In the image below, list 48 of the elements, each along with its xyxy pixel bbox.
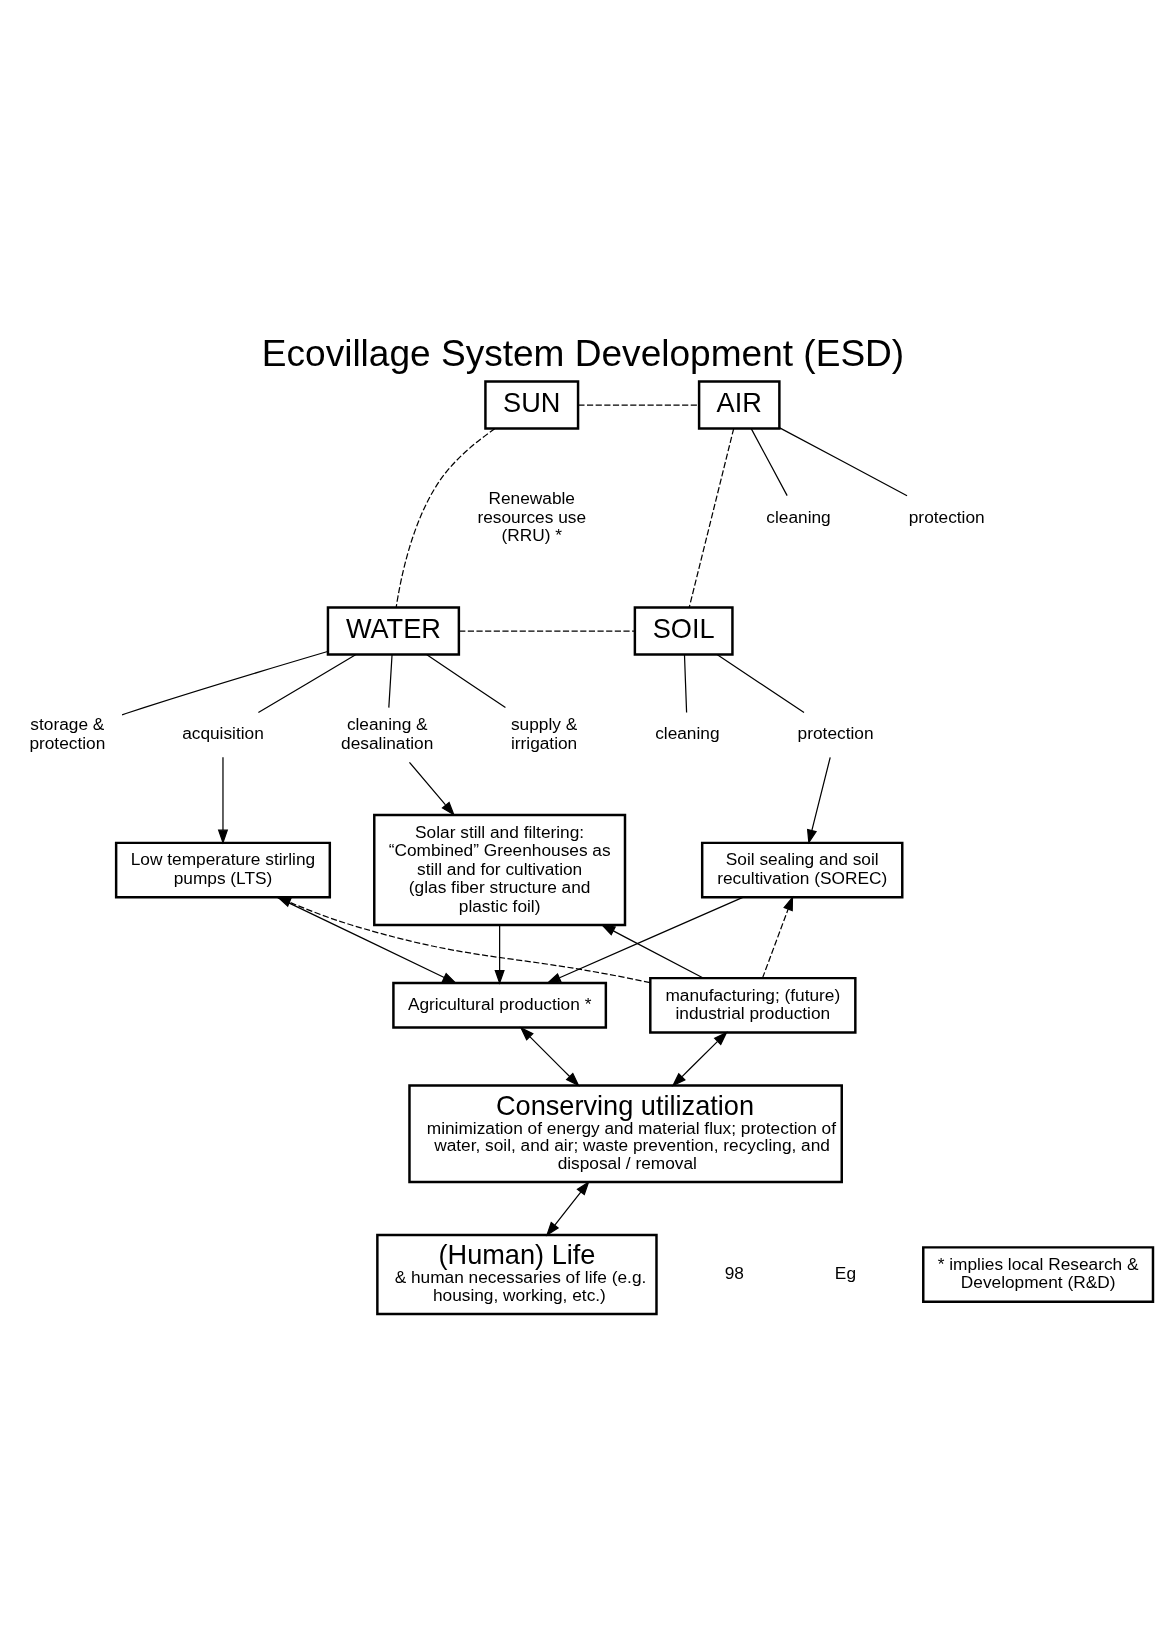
node-box: (Human) Life & human necessaries of life (e.g. housing, working, etc.) bbox=[376, 1233, 658, 1315]
connector bbox=[458, 629, 636, 632]
connector bbox=[426, 653, 507, 708]
node-box: Soil sealing and soil recultivation (SOREC) bbox=[700, 841, 904, 898]
node-box: Conserving utilization minimization of energy and material flux; protection of water, soil, and air; waste prevention, recycling, and disposal / removal bbox=[408, 1083, 843, 1183]
arrow bbox=[276, 896, 458, 984]
node-box: Low temperature stirling pumps (LTS) bbox=[114, 841, 332, 898]
node-text: cleaning & desalination bbox=[341, 713, 434, 753]
connector bbox=[395, 427, 496, 608]
node-box: WATER bbox=[326, 605, 461, 656]
arrow bbox=[546, 896, 744, 984]
label: Renewable resources use (RRU) * bbox=[477, 487, 587, 545]
arrow bbox=[761, 895, 794, 978]
connector bbox=[779, 426, 908, 496]
arrow bbox=[217, 756, 229, 844]
diagram-title: Ecovillage System Development (ESD) bbox=[261, 331, 905, 374]
connector bbox=[257, 653, 357, 713]
node-box: * implies local Research & Development (R&D) bbox=[922, 1245, 1155, 1303]
arrow bbox=[545, 1180, 590, 1236]
node-text: storage & protection bbox=[29, 713, 106, 753]
arrow bbox=[806, 756, 831, 844]
arrow bbox=[276, 896, 651, 983]
node-text: cleaning bbox=[766, 506, 831, 527]
node-text: cleaning bbox=[655, 722, 720, 743]
node-box: AIR bbox=[697, 379, 781, 430]
arrow bbox=[519, 1026, 580, 1087]
node-box: Solar still and filtering: “Combined” Greenhouses as still and for cultivation (glas fiber structure and plastic foil) bbox=[373, 813, 627, 926]
node-box: Agricultural production * bbox=[392, 981, 608, 1029]
connector bbox=[388, 653, 393, 708]
node-text: protection bbox=[797, 722, 874, 743]
connector bbox=[683, 653, 688, 713]
connector bbox=[688, 427, 735, 608]
node-box: SOIL bbox=[633, 605, 734, 656]
node-text: protection bbox=[908, 506, 985, 527]
connector bbox=[750, 427, 788, 496]
arrow bbox=[408, 761, 455, 816]
arrow bbox=[494, 924, 505, 985]
connector bbox=[121, 650, 329, 715]
connector bbox=[716, 653, 805, 713]
node-box: manufacturing; (future) industrial production bbox=[649, 976, 857, 1034]
arrow bbox=[600, 923, 704, 979]
label: 98 bbox=[724, 1262, 744, 1283]
connector bbox=[577, 403, 700, 406]
label: Eg bbox=[834, 1262, 857, 1283]
node-box: SUN bbox=[484, 379, 580, 430]
node-text: acquisition bbox=[182, 722, 264, 743]
arrow bbox=[671, 1030, 728, 1087]
node-text: supply & irrigation bbox=[510, 713, 578, 753]
